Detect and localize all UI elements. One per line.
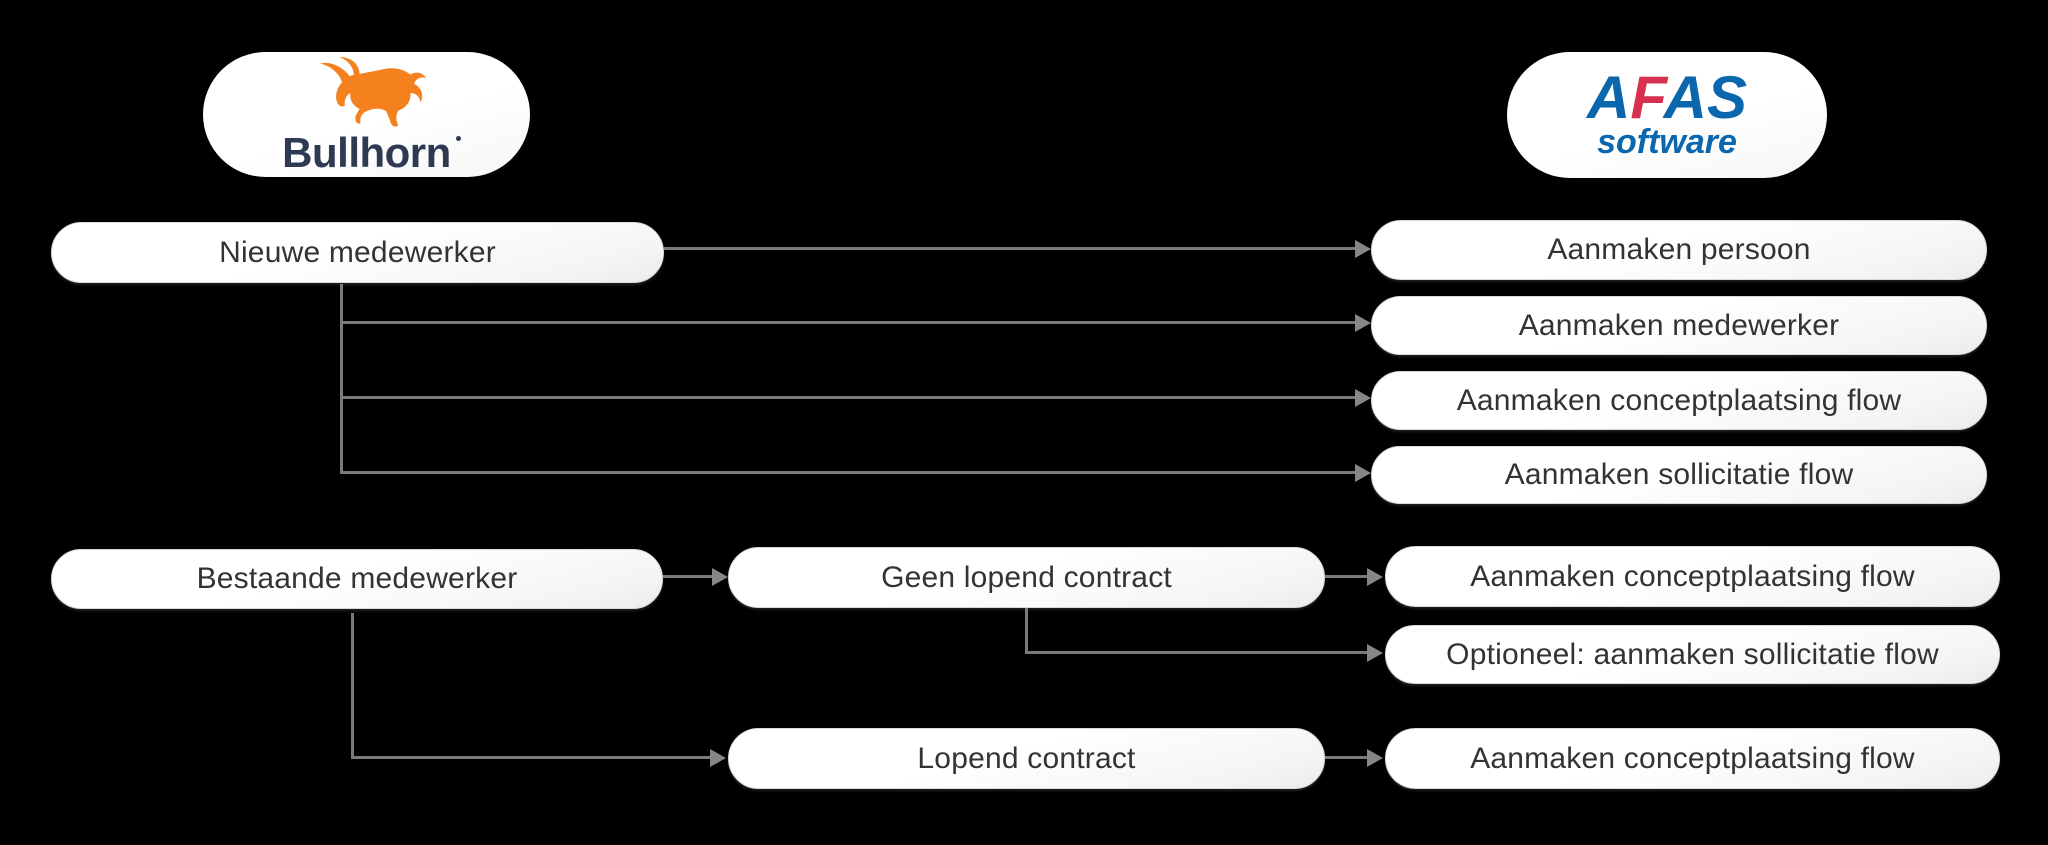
connector-nieuwe-branch-vertical xyxy=(340,284,343,474)
connector-bestaande-to-geenlopend-line xyxy=(663,575,713,578)
arrowhead-icon xyxy=(1355,240,1371,258)
connector-geenlopend-branch-vertical xyxy=(1025,608,1028,654)
node-nieuwe-medewerker: Nieuwe medewerker xyxy=(51,222,664,283)
afas-letter-a: A xyxy=(1586,63,1631,131)
connector-nieuwe-to-medewerker-line xyxy=(340,321,1356,324)
node-label: Aanmaken conceptplaatsing flow xyxy=(1470,559,1915,593)
node-aanmaken-conceptplaatsing-flow-2: Aanmaken conceptplaatsing flow xyxy=(1385,546,2000,607)
node-label: Geen lopend contract xyxy=(881,560,1172,594)
connector-nieuwe-to-conceptplaatsing-line xyxy=(340,396,1356,399)
node-label: Aanmaken conceptplaatsing flow xyxy=(1456,383,1902,417)
arrowhead-icon xyxy=(1367,644,1383,662)
node-optioneel-aanmaken-sollicitatie-flow: Optioneel: aanmaken sollicitatie flow xyxy=(1385,625,2000,684)
node-aanmaken-conceptplaatsing-flow-1: Aanmaken conceptplaatsing flow xyxy=(1371,371,1987,430)
connector-geenlopend-to-conceptplaatsing-line xyxy=(1325,575,1369,578)
connector-bestaande-branch-vertical xyxy=(351,613,354,759)
node-aanmaken-conceptplaatsing-flow-3: Aanmaken conceptplaatsing flow xyxy=(1385,728,2000,789)
afas-wordmark: AFAS xyxy=(1587,67,1747,127)
node-label: Optioneel: aanmaken sollicitatie flow xyxy=(1446,637,1939,671)
bullhorn-bull-icon xyxy=(319,56,426,127)
bullhorn-trademark-mark xyxy=(455,135,461,141)
connector-geenlopend-to-optioneel-line xyxy=(1025,651,1369,654)
node-aanmaken-medewerker: Aanmaken medewerker xyxy=(1371,296,1987,355)
node-label: Aanmaken conceptplaatsing flow xyxy=(1470,741,1915,775)
node-label: Aanmaken medewerker xyxy=(1518,308,1840,342)
arrowhead-icon xyxy=(1367,568,1383,586)
arrowhead-icon xyxy=(1355,464,1371,482)
connector-nieuwe-to-sollicitatie-line xyxy=(340,471,1356,474)
arrowhead-icon xyxy=(712,568,728,586)
node-bestaande-medewerker: Bestaande medewerker xyxy=(51,549,663,609)
node-label: Aanmaken persoon xyxy=(1547,233,1811,266)
node-label: Aanmaken sollicitatie flow xyxy=(1504,458,1854,491)
connector-lopend-to-conceptplaatsing-line xyxy=(1325,756,1369,759)
node-label: Bestaande medewerker xyxy=(196,562,518,595)
afas-letter-f: F xyxy=(1630,63,1664,131)
node-label: Lopend contract xyxy=(917,741,1136,775)
connector-nieuwe-to-persoon-line xyxy=(664,247,1356,250)
bullhorn-wordmark: Bullhorn xyxy=(282,131,461,174)
node-aanmaken-sollicitatie-flow: Aanmaken sollicitatie flow xyxy=(1371,446,1987,504)
bullhorn-logo-box: Bullhorn xyxy=(203,52,530,177)
node-label: Nieuwe medewerker xyxy=(219,235,496,269)
afas-software-subtitle: software xyxy=(1597,122,1737,161)
afas-logo-box: AFAS software xyxy=(1507,52,1827,178)
arrowhead-icon xyxy=(1355,314,1371,332)
arrowhead-icon xyxy=(710,749,726,767)
connector-bestaande-to-lopend-line xyxy=(351,756,711,759)
arrowhead-icon xyxy=(1355,389,1371,407)
node-aanmaken-persoon: Aanmaken persoon xyxy=(1371,220,1987,280)
afas-letters-as: AS xyxy=(1663,63,1748,131)
node-lopend-contract: Lopend contract xyxy=(728,728,1325,789)
node-geen-lopend-contract: Geen lopend contract xyxy=(728,547,1325,608)
arrowhead-icon xyxy=(1367,749,1383,767)
